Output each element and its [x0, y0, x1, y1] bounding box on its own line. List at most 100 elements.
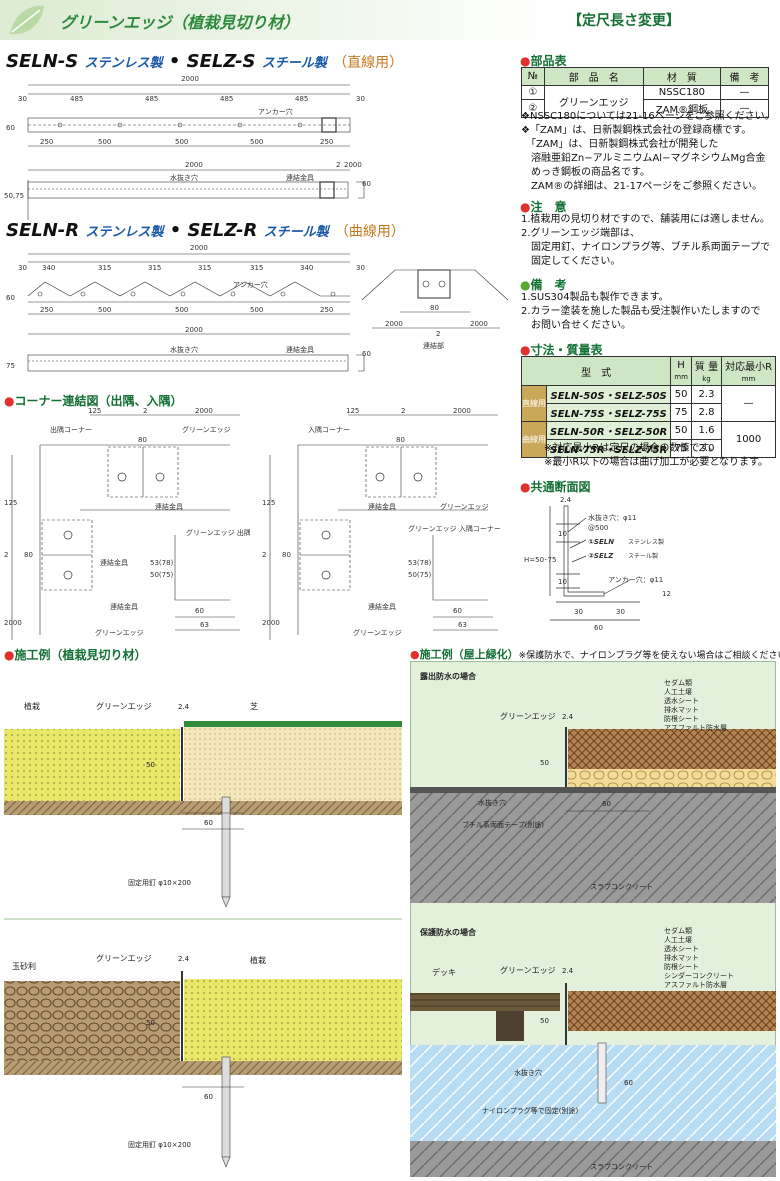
parts-note: — — [719, 85, 770, 100]
r-span-3: 315 — [148, 264, 161, 272]
parts-note-line: 「ZAM」は、日新製鋼株式会社が開発した — [521, 139, 719, 150]
cr-d2: 2 — [401, 407, 405, 415]
dims-w: 1.6 — [690, 421, 723, 440]
s-bottom-1: 250 — [40, 138, 53, 146]
remarks-line: お問い合せください。 — [521, 320, 631, 331]
cl-joint2: 連結金具 — [100, 558, 128, 567]
dims-h: 50 — [670, 385, 692, 404]
ex2a-layer-2: 人工土壌 — [664, 687, 692, 696]
table-row: ② ZAM®鋼板 — — [521, 99, 770, 118]
r-bottom-1: 250 — [40, 306, 53, 314]
cl-d2000: 2000 — [195, 407, 213, 415]
table-row: 直線用 SELN-50S・SELZ-50S 50 2.3 — — [521, 385, 777, 422]
product-r-name2: SELZ-R — [187, 220, 258, 241]
ex1b-plant: 植栽 — [250, 955, 266, 965]
dims-r-s: — — [721, 385, 777, 422]
cr-v125: 125 — [262, 499, 275, 507]
parts-h-name: 部 品 名 — [543, 67, 644, 86]
cl-d80: 80 — [138, 436, 147, 444]
cr-corner: 入隅コーナー — [308, 425, 350, 434]
r-conn-r: 2000 — [470, 320, 488, 328]
cr-d125: 125 — [346, 407, 359, 415]
sec-d30a: 30 — [574, 608, 583, 616]
cl-d2: 2 — [143, 407, 147, 415]
product-r-mat2: スチール製 — [263, 225, 329, 240]
r-span-6: 340 — [300, 264, 313, 272]
ex2b-plug: ナイロンプラグ等で固定(別途) — [482, 1106, 579, 1115]
remarks-line: 2.カラー塗装を施した製品も受注製作いたしますので — [521, 306, 761, 317]
example2-title: ●施工例（屋上緑化）※保護防水で、ナイロンプラグ等を使えない場合はご相談ください… — [410, 646, 780, 662]
r-conn-80: 80 — [430, 304, 439, 312]
s-drain: 水抜き穴 — [170, 173, 198, 182]
r-h60b: 60 — [362, 350, 371, 358]
dims-note-line: ※対応最小Rは定尺の場合の数値です。 — [544, 443, 719, 454]
section-title: ●共通断面図 — [520, 480, 591, 494]
sec-l1: ①SELN — [588, 538, 614, 546]
s-joint: 連結金具 — [286, 173, 314, 182]
ex1a-h50: 50 — [146, 761, 155, 769]
dims-h: 75 — [670, 403, 692, 422]
ex2b-deck: デッキ — [432, 967, 456, 977]
cr-v80: 80 — [282, 551, 291, 559]
cr-edge: グリーンエッジ — [440, 502, 489, 511]
parts-table: № 部 品 名 材 質 備 考 ① グリーンエッジ NSSC180 — ② ZA… — [521, 67, 770, 118]
parts-note-line: ❖「ZAM」は、日新製鋼株式会社の登録商標です。 — [521, 125, 752, 136]
s-side-2: 2 — [336, 161, 340, 169]
ex2b-drain: 水抜き穴 — [514, 1068, 542, 1077]
cl-edge3: グリーンエッジ — [95, 628, 144, 637]
dims-note-line: ※最小R以下の場合は曲げ加工が必要となります。 — [544, 457, 769, 468]
parts-title: ●部品表 — [520, 54, 567, 68]
cr-d80: 80 — [396, 436, 405, 444]
caution-line: 固定用釘、ナイロンプラグ等、ブチル系両面テープで — [521, 242, 771, 253]
cl-corner: 出隅コーナー — [50, 425, 92, 434]
r-side-total: 2000 — [185, 326, 203, 334]
cl-v2000: 2000 — [4, 619, 22, 627]
cr-h5078: 53(78) — [408, 559, 432, 567]
parts-header-row: № 部 品 名 材 質 備 考 — [521, 67, 770, 86]
ex2a-edge: グリーンエッジ — [500, 711, 556, 721]
ex2b-layer-5: 防根シート — [664, 962, 699, 971]
r-bottom-4: 500 — [250, 306, 263, 314]
cr-lbl-corner: グリーンエッジ 入隅コーナー — [408, 524, 501, 533]
r-conn-2: 2 — [436, 330, 440, 338]
dims-notes: ※対応最小Rは定尺の場合の数値です。 ※最小R以下の場合は曲げ加工が必要となりま… — [544, 442, 768, 470]
caution-line: 2.グリーンエッジ端部は、 — [521, 228, 641, 239]
ex1b-edge: グリーンエッジ — [96, 953, 152, 963]
r-bottom-3: 500 — [175, 306, 188, 314]
cl-joint: 連結金具 — [155, 502, 183, 511]
parts-notes: ❖NSSC180については21-16ページをご参照ください。 ❖「ZAM」は、日… — [521, 110, 775, 194]
ex2a-d24: 2.4 — [562, 713, 574, 721]
example1-title: ●施工例（植栽見切り材） — [4, 648, 147, 662]
r-bottom-5: 250 — [320, 306, 333, 314]
s-h: 50,75 — [4, 192, 24, 200]
ex2b-title: 保護防水の場合 — [419, 927, 477, 937]
r-span-1: 340 — [42, 264, 55, 272]
s-bottom-4: 500 — [250, 138, 263, 146]
sec-d24: 2.4 — [560, 496, 572, 504]
sec-l2: ②SELZ — [588, 552, 614, 560]
parts-no: ② — [521, 99, 545, 118]
ex2b-layer-1: セダム類 — [664, 926, 692, 935]
cl-joint3: 連結金具 — [110, 602, 138, 611]
sec-d60: 60 — [594, 624, 603, 632]
header-band — [0, 0, 560, 40]
sec-pitch: @500 — [588, 524, 608, 532]
cr-edge3: グリーンエッジ — [353, 628, 402, 637]
dims-title: ●寸法・質量表 — [520, 343, 603, 357]
header-right-label: 【定尺長さ変更】 — [568, 13, 680, 29]
product-r-sep: • — [169, 220, 182, 241]
s-side-2000: 2000 — [344, 161, 362, 169]
dims-w: 2.3 — [690, 385, 723, 404]
parts-name: グリーンエッジ — [543, 85, 644, 118]
dims-w: 2.8 — [690, 403, 723, 422]
ex1a-d60: 60 — [204, 819, 213, 827]
ex2b-edge: グリーンエッジ — [500, 965, 556, 975]
cr-h5075: 50(75) — [408, 571, 432, 579]
sec-anchor: アンカー穴：φ11 — [608, 575, 663, 584]
cl-d125: 125 — [88, 407, 101, 415]
ex1b-h50: 50 — [146, 1019, 155, 1027]
ex2a-layer-6: アスファルト防水層 — [664, 723, 727, 732]
r-conn-l: 2000 — [385, 320, 403, 328]
parts-h-no: № — [521, 67, 545, 86]
